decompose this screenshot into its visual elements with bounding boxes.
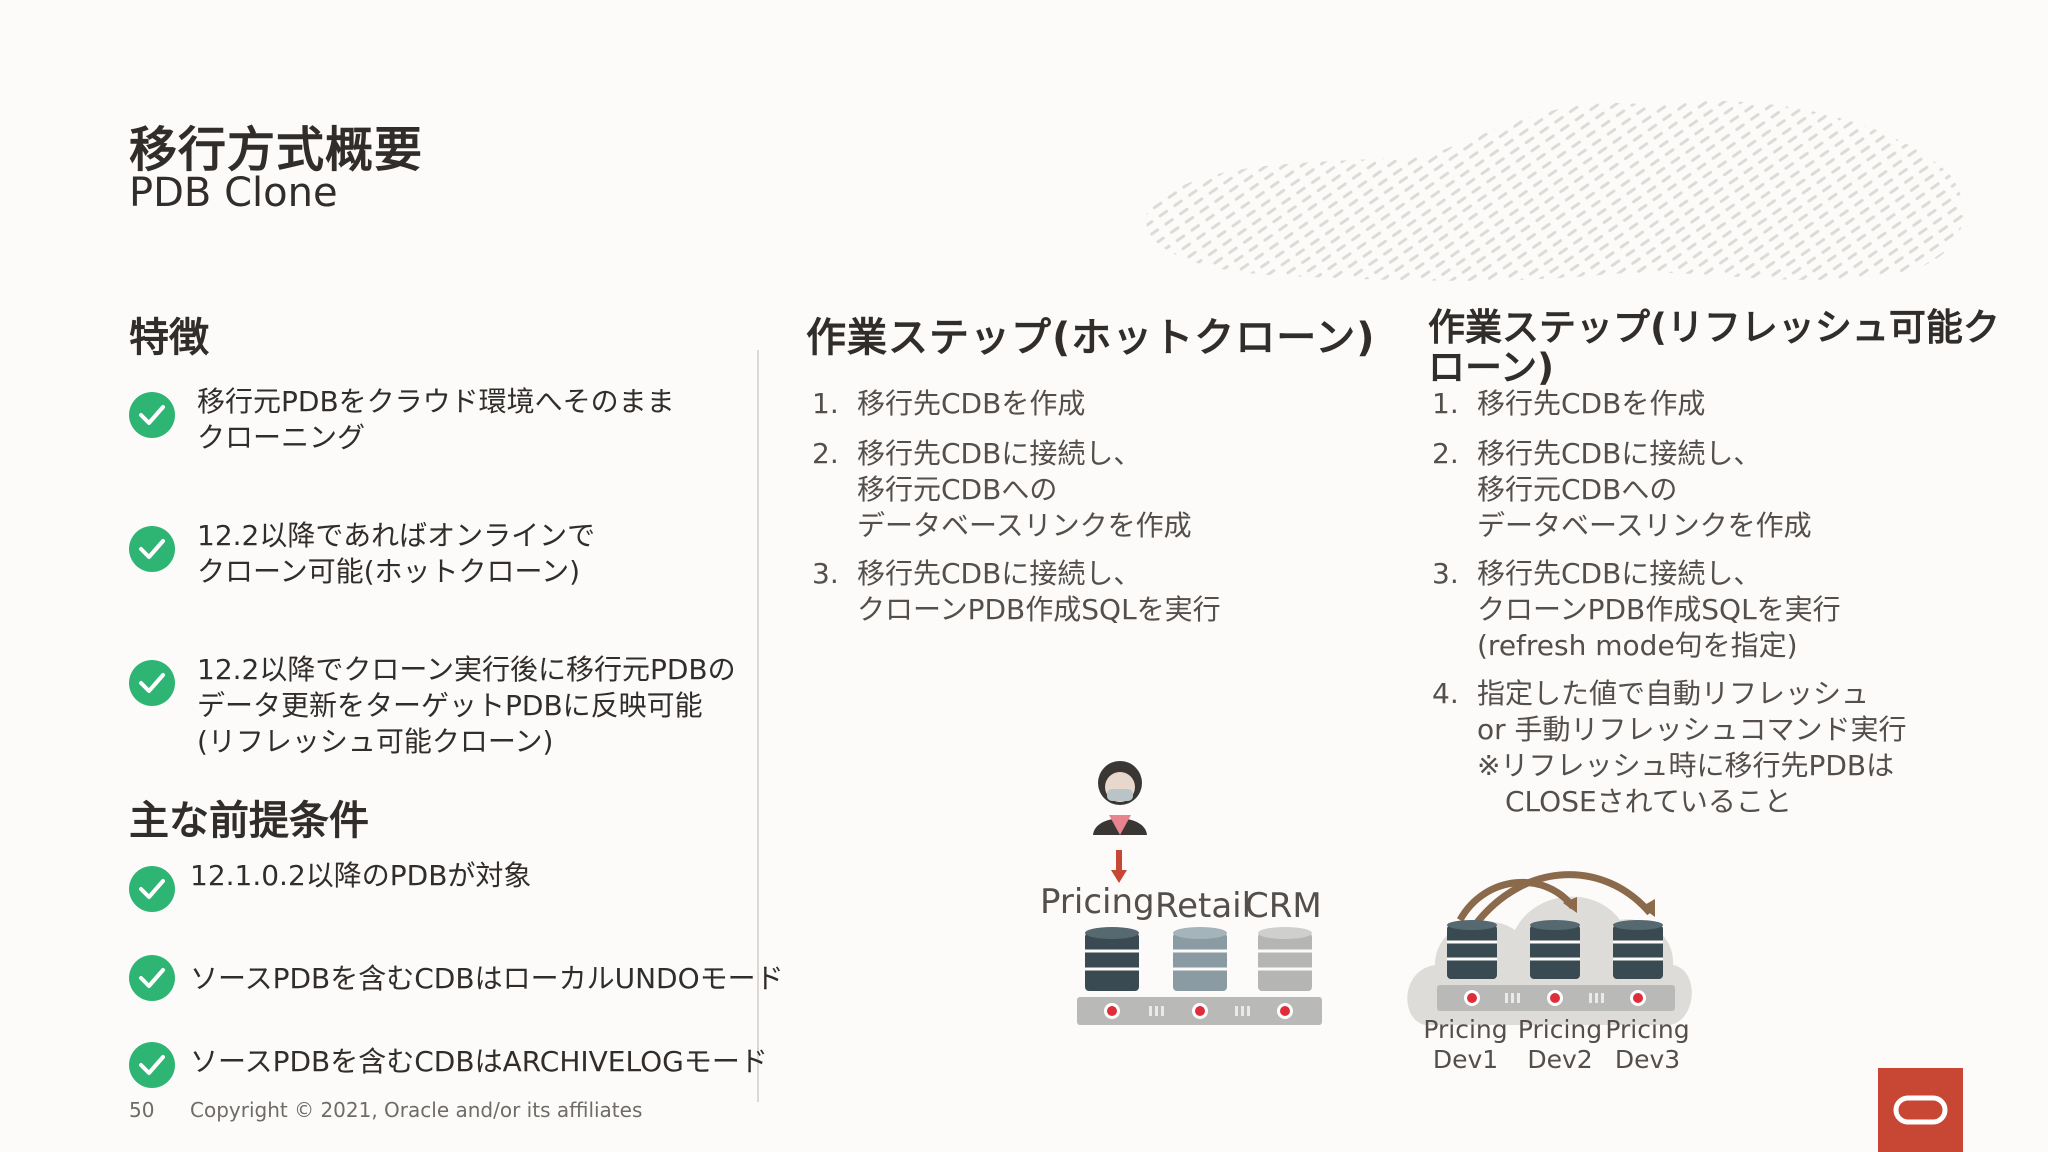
feature-text: 12.2以降であればオンラインで クローン可能(ホットクローン) xyxy=(197,519,596,588)
database-icon-dev3 xyxy=(1613,920,1663,979)
step-number: 1. xyxy=(1432,387,1459,420)
step-text: 移行先CDBに接続し、 クローンPDB作成SQLを実行 (refresh mod… xyxy=(1477,557,1841,662)
step-text: 移行先CDBを作成 xyxy=(857,387,1086,420)
prereq-text: ソースPDBを含むCDBはローカルUNDOモード xyxy=(190,962,784,995)
step-text: 移行先CDBに接続し、 クローンPDB作成SQLを実行 xyxy=(857,557,1221,626)
step-text: 移行先CDBに接続し、 移行元CDBへの データベースリンクを作成 xyxy=(857,437,1192,542)
prereq-item-2: ソースPDBを含むCDBはローカルUNDOモード xyxy=(129,955,829,1015)
check-icon xyxy=(129,866,175,912)
step-number: 2. xyxy=(1432,437,1459,470)
step-number: 2. xyxy=(812,437,839,470)
database-icon-dev1 xyxy=(1447,920,1497,979)
db-label-pricing: Pricing xyxy=(1040,882,1155,922)
step-number: 3. xyxy=(1432,557,1459,590)
hot-clone-heading: 作業ステップ(ホットクローン) xyxy=(806,315,1376,361)
slide-subtitle: PDB Clone xyxy=(129,170,338,216)
check-icon xyxy=(129,660,175,706)
slide-title: 移行方式概要 xyxy=(129,122,424,178)
oracle-o-icon xyxy=(1893,1095,1948,1125)
refresh-arrow-2 xyxy=(1472,871,1653,928)
prereq-text: ソースPDBを含むCDBはARCHIVELOGモード xyxy=(190,1045,768,1078)
prereq-text: 12.1.0.2以降のPDBが対象 xyxy=(190,859,532,892)
step-number: 1. xyxy=(812,387,839,420)
dev-label-1: Pricing Dev1 xyxy=(1423,1015,1508,1074)
check-icon xyxy=(129,526,175,572)
step-text: 移行先CDBに接続し、 移行元CDBへの データベースリンクを作成 xyxy=(1477,437,1812,542)
features-heading: 特徴 xyxy=(129,315,209,361)
source-db-group xyxy=(1077,927,1322,1025)
page-number: 50 xyxy=(129,1098,155,1122)
cloud-db-group xyxy=(1407,871,1692,1025)
step-text: 移行先CDBを作成 xyxy=(1477,387,1706,420)
prereq-item-1: 12.1.0.2以降のPDBが対象 xyxy=(129,859,749,926)
feature-item-1: 移行元PDBをクラウド環境へそのまま クローニング xyxy=(129,385,749,502)
step-number: 3. xyxy=(812,557,839,590)
check-icon xyxy=(129,955,175,1001)
dev-label-3: Pricing Dev3 xyxy=(1605,1015,1690,1074)
database-icon-dev2 xyxy=(1530,920,1580,979)
user-icon xyxy=(1093,761,1147,883)
copyright-text: Copyright © 2021, Oracle and/or its affi… xyxy=(190,1098,643,1122)
prereq-item-3: ソースPDBを含むCDBはARCHIVELOGモード xyxy=(129,1042,829,1092)
database-icon-crm xyxy=(1258,927,1312,991)
db-label-crm: CRM xyxy=(1245,886,1322,926)
database-icon-retail xyxy=(1173,927,1227,991)
check-icon xyxy=(129,1042,175,1088)
prereq-heading: 主な前提条件 xyxy=(129,798,369,844)
refresh-clone-heading: 作業ステップ(リフレッシュ可能ク ローン) xyxy=(1428,306,2000,389)
dev-label-2: Pricing Dev2 xyxy=(1517,1015,1603,1074)
feature-item-2: 12.2以降であればオンラインで クローン可能(ホットクローン) xyxy=(129,519,749,636)
db-label-retail: Retail xyxy=(1155,886,1252,926)
database-icon-pricing xyxy=(1085,927,1139,991)
feature-text: 移行元PDBをクラウド環境へそのまま クローニング xyxy=(197,385,675,454)
decorative-pattern xyxy=(1146,100,1964,281)
step-text: 指定した値で自動リフレッシュ or 手動リフレッシュコマンド実行 ※リフレッシュ… xyxy=(1477,677,1907,818)
column-divider xyxy=(757,350,759,1102)
feature-text: 12.2以降でクローン実行後に移行元PDBの データ更新をターゲットPDBに反映… xyxy=(197,653,736,758)
refresh-arrow-1 xyxy=(1456,878,1576,922)
oracle-logo xyxy=(1878,1068,1963,1152)
feature-item-3: 12.2以降でクローン実行後に移行元PDBの データ更新をターゲットPDBに反映… xyxy=(129,653,749,770)
check-icon xyxy=(129,392,175,438)
step-number: 4. xyxy=(1432,677,1459,710)
